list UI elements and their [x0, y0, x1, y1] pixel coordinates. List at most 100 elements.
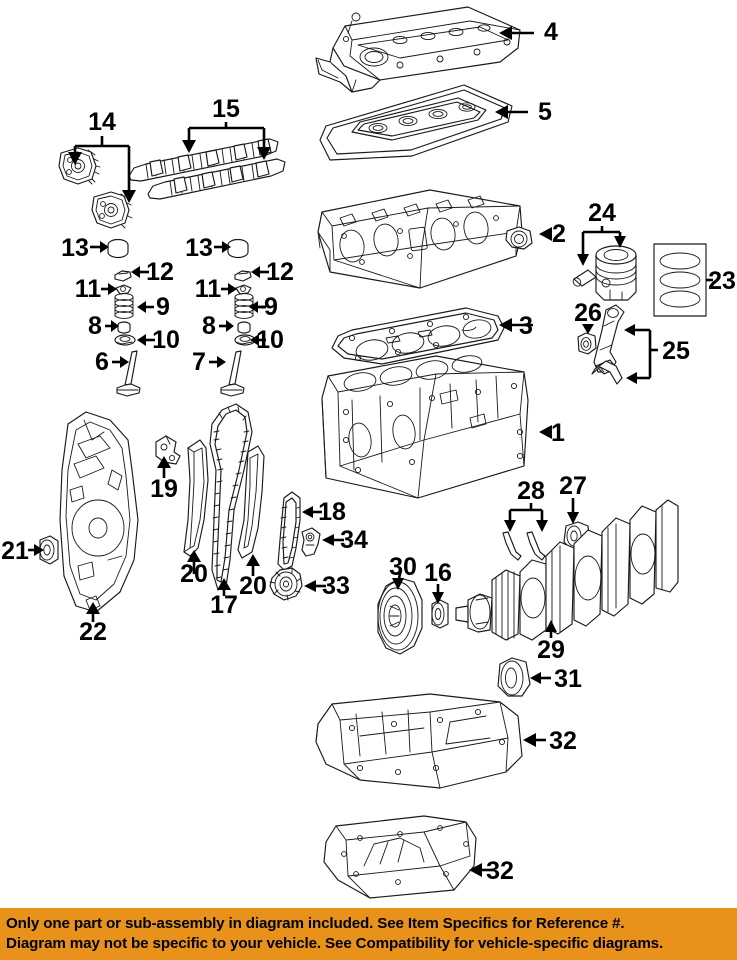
leader-3: [499, 318, 533, 332]
camshaft-upper: [128, 138, 279, 182]
part-valve-train-left: [107, 238, 141, 397]
ref-num-3: 3: [519, 312, 533, 340]
ref-num-30: 30: [389, 553, 417, 581]
leader-13-right: [214, 241, 231, 253]
leader-26: [582, 324, 594, 334]
ref-num-20-left: 20: [180, 560, 208, 588]
part-valve-keeper-right: [234, 270, 252, 282]
ref-num-33: 33: [322, 572, 350, 600]
leader-24: [577, 226, 626, 266]
part-piston-ring-set: [653, 243, 707, 317]
ref-num-11-right: 11: [195, 275, 222, 303]
leader-19: [157, 456, 171, 478]
part-chain-guide-left: [183, 439, 209, 557]
part-valve-stem-seal-right: [237, 321, 251, 334]
leader-16: [432, 584, 444, 604]
ref-num-28: 28: [517, 477, 545, 505]
leader-11-right: [221, 283, 237, 295]
part-piston-pin: [572, 269, 597, 287]
part-intake-valve: [116, 350, 141, 397]
leader-32-lower: [469, 863, 492, 877]
part-valve-spring-right: [234, 293, 254, 319]
part-valve-spring-seat-left: [114, 334, 136, 346]
leader-15: [182, 122, 271, 160]
ref-num-2: 2: [552, 220, 566, 248]
ref-num-24: 24: [588, 199, 616, 227]
ref-num-12-left: 12: [146, 258, 174, 286]
part-connecting-rod-bolt: [577, 332, 597, 355]
ref-num-11-left: 11: [75, 275, 102, 303]
ref-num-9-right: 9: [264, 293, 278, 321]
ref-num-21: 21: [1, 537, 29, 565]
part-timing-chain-cover: [59, 411, 139, 613]
part-valve-retainer-right: [235, 284, 252, 295]
leader-17: [217, 578, 231, 596]
ref-num-10-left: 10: [152, 326, 180, 354]
leader-29: [545, 620, 557, 638]
part-oil-pump-chain-guide: [301, 527, 321, 557]
ref-num-27: 27: [559, 472, 587, 500]
part-crankshaft-thrust-washer: [502, 531, 546, 561]
camshaft-lower: [147, 158, 286, 200]
ref-num-20-right: 20: [239, 572, 267, 600]
leader-34: [322, 534, 344, 546]
part-camshaft-timing-gear: [58, 147, 133, 229]
part-oil-pump-chain: [277, 491, 301, 571]
leader-9-right: [249, 301, 266, 313]
ref-num-6: 6: [95, 348, 109, 376]
ref-num-22: 22: [79, 618, 107, 646]
ref-num-1: 1: [551, 419, 565, 447]
part-valve-train-right: [220, 238, 256, 397]
ref-num-7: 7: [192, 348, 206, 376]
ref-num-13-left: 13: [61, 234, 89, 262]
part-connecting-rod-bearing: [591, 360, 623, 385]
ref-num-18: 18: [318, 498, 346, 526]
part-exhaust-valve: [220, 350, 245, 397]
leader-10-right: [250, 334, 266, 346]
part-valve-stem-seal-left: [117, 321, 131, 334]
part-timing-chain: [209, 403, 253, 591]
ref-num-23: 23: [708, 267, 736, 295]
leader-12-right: [251, 266, 269, 278]
ref-num-13-right: 13: [185, 234, 213, 262]
ref-num-16: 16: [424, 559, 452, 587]
part-cylinder-head: [317, 189, 533, 289]
leader-21: [28, 544, 44, 556]
part-chain-guide-right: [237, 445, 265, 559]
part-oil-pan-upper: [315, 693, 523, 789]
leader-1: [539, 425, 552, 439]
ref-num-5: 5: [538, 98, 552, 126]
leader-22: [86, 602, 100, 622]
leader-7: [209, 356, 226, 368]
part-valve-cover-gasket: [319, 84, 513, 161]
leader-25: [624, 324, 658, 384]
leader-8-left: [105, 320, 119, 332]
ref-num-15: 15: [212, 95, 240, 123]
ref-num-19: 19: [150, 475, 178, 503]
leader-31: [530, 672, 551, 684]
ref-num-32-lower: 32: [486, 857, 514, 885]
part-valve-spring-left: [114, 293, 134, 319]
ref-num-8-left: 8: [88, 312, 102, 340]
part-piston: [595, 245, 637, 301]
engine-parts-diagram: 4 5 14 15 2 13 13 12 12 11 11 9 9 8 8 10…: [1, 6, 736, 899]
leader-11-left: [101, 283, 117, 295]
disclaimer-line-2: Diagram may not be specific to your vehi…: [6, 935, 664, 952]
ref-num-4: 4: [544, 18, 558, 46]
part-oil-pump-sprocket: [269, 567, 303, 601]
leader-4: [499, 26, 534, 40]
leader-20-left: [187, 550, 201, 574]
part-valve-cover: [315, 6, 521, 93]
part-cylinder-head-gasket: [331, 307, 505, 365]
part-engine-block: [321, 355, 529, 499]
ref-num-8-right: 8: [202, 312, 216, 340]
leader-6: [112, 356, 129, 368]
ref-num-10-right: 10: [256, 326, 284, 354]
leader-33: [304, 580, 326, 592]
leader-5: [495, 105, 528, 119]
ref-num-32-upper: 32: [549, 727, 577, 755]
leader-12-left: [131, 266, 149, 278]
ref-num-25: 25: [662, 337, 690, 365]
leader-27: [567, 498, 579, 524]
leader-9-left: [137, 301, 154, 313]
